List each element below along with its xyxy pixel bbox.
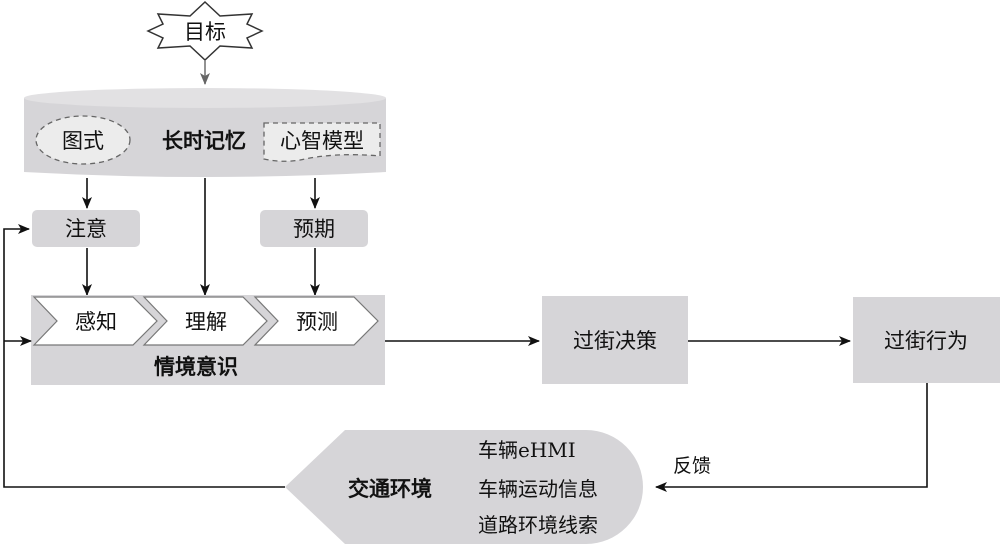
crossing-decision-node: 过街决策 (542, 296, 688, 384)
traffic-item-road-cues: 道路环境线索 (478, 513, 598, 537)
traffic-environment-shape (285, 430, 643, 544)
long-term-memory-node: 图式 长时记忆 心智模型 (24, 88, 386, 177)
attention-label: 注意 (65, 217, 107, 241)
expectation-box (260, 210, 368, 247)
feedback-label: 反馈 (673, 455, 711, 477)
crossing-behavior-box (853, 297, 1000, 383)
traffic-environment-node: 交通环境 车辆eHMI 车辆运动信息 道路环境线索 (285, 430, 643, 544)
goal-label: 目标 (184, 20, 226, 44)
environment-to-attention-arrow (3, 224, 285, 488)
traffic-item-vehicle-motion: 车辆运动信息 (478, 477, 598, 501)
schema-ellipse (35, 115, 131, 165)
crossing-decision-box (542, 296, 688, 384)
traffic-environment-label: 交通环境 (348, 477, 432, 501)
schema-label: 图式 (62, 129, 104, 153)
stage-projection-label: 预测 (296, 310, 338, 334)
expectation-node: 预期 (260, 210, 368, 247)
long-term-memory-label: 长时记忆 (162, 129, 246, 153)
stage-comprehension-label: 理解 (185, 310, 227, 334)
traffic-item-ehmi: 车辆eHMI (478, 438, 576, 462)
chevron-projection (253, 296, 379, 346)
expectation-label: 预期 (293, 217, 335, 241)
memory-cylinder-top (24, 88, 386, 108)
crossing-behavior-node: 过街行为 (853, 297, 1000, 383)
chevron-comprehension (142, 296, 268, 346)
mental-model-label: 心智模型 (280, 129, 364, 153)
situation-awareness-label: 情境意识 (154, 355, 238, 379)
stage-perception-label: 感知 (75, 310, 117, 334)
goal-node: 目标 (146, 0, 264, 62)
crossing-behavior-label: 过街行为 (884, 329, 968, 353)
attention-node: 注意 (32, 210, 140, 247)
attention-box (32, 210, 140, 247)
mental-model-document-shape (263, 122, 381, 162)
crossing-decision-label: 过街决策 (573, 329, 657, 353)
chevron-perception (32, 296, 158, 346)
situation-awareness-node: 感知 理解 预测 情境意识 (31, 295, 385, 385)
feedback-arrow (655, 383, 928, 492)
